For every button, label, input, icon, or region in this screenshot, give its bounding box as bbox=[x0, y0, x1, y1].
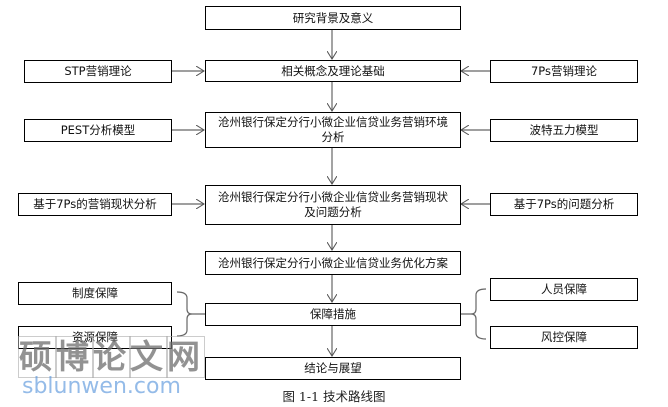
personnel-safeguard-box: 人员保障 bbox=[490, 278, 638, 301]
box-label: 基于7Ps的营销现状分析 bbox=[33, 197, 157, 211]
watermark-char: 网 bbox=[166, 336, 205, 378]
box-label: 沧州银行保定分行小微企业信贷业务营销现状及问题分析 bbox=[218, 190, 448, 219]
box-label: 人员保障 bbox=[541, 282, 587, 296]
7ps-theory-box: 7Ps营销理论 bbox=[490, 60, 638, 83]
watermark-char: 博 bbox=[55, 336, 94, 378]
conclusion-box: 结论与展望 bbox=[205, 357, 461, 380]
institutional-safeguard-box: 制度保障 bbox=[18, 282, 172, 305]
box-label: 保障措施 bbox=[310, 307, 356, 321]
box-label: 7Ps营销理论 bbox=[530, 64, 598, 78]
safeguard-measures-box: 保障措施 bbox=[205, 303, 461, 326]
watermark-char: 文 bbox=[129, 336, 168, 378]
box-label: 结论与展望 bbox=[304, 361, 362, 375]
porter-five-forces-box: 波特五力模型 bbox=[490, 119, 638, 142]
environment-analysis-box: 沧州银行保定分行小微企业信贷业务营销环境分析 bbox=[205, 112, 461, 148]
watermark-chinese: 硕博论文网 bbox=[18, 336, 205, 378]
box-label: 沧州银行保定分行小微企业信贷业务营销环境分析 bbox=[218, 115, 448, 144]
watermark-char: 硕 bbox=[18, 336, 57, 378]
research-background-box: 研究背景及意义 bbox=[205, 6, 461, 30]
optimization-plan-box: 沧州银行保定分行小微企业信贷业务优化方案 bbox=[205, 251, 461, 275]
box-label: 基于7Ps的问题分析 bbox=[513, 197, 615, 211]
box-label: 相关概念及理论基础 bbox=[281, 63, 385, 78]
right-brace bbox=[460, 288, 487, 340]
stp-theory-box: STP营销理论 bbox=[24, 60, 172, 83]
7ps-status-analysis-box: 基于7Ps的营销现状分析 bbox=[18, 193, 172, 216]
box-label: 研究背景及意义 bbox=[292, 10, 374, 25]
theory-basis-box: 相关概念及理论基础 bbox=[205, 60, 461, 82]
pest-model-box: PEST分析模型 bbox=[24, 119, 172, 142]
figure-caption: 图 1-1 技术路线图 bbox=[282, 389, 386, 404]
risk-control-safeguard-box: 风控保障 bbox=[490, 326, 638, 349]
box-label: 波特五力模型 bbox=[529, 123, 599, 137]
box-label: STP营销理论 bbox=[64, 64, 132, 78]
status-problem-analysis-box: 沧州银行保定分行小微企业信贷业务营销现状及问题分析 bbox=[205, 185, 461, 225]
7ps-problem-analysis-box: 基于7Ps的问题分析 bbox=[490, 193, 638, 216]
watermark-char: 论 bbox=[92, 336, 131, 378]
left-brace bbox=[176, 291, 205, 337]
box-label: 制度保障 bbox=[72, 286, 118, 300]
watermark-url: sblunwen.com bbox=[22, 374, 181, 399]
box-label: 沧州银行保定分行小微企业信贷业务优化方案 bbox=[218, 255, 448, 270]
box-label: PEST分析模型 bbox=[60, 123, 136, 137]
box-label: 资源保障 bbox=[72, 330, 118, 344]
box-label: 风控保障 bbox=[541, 330, 587, 344]
